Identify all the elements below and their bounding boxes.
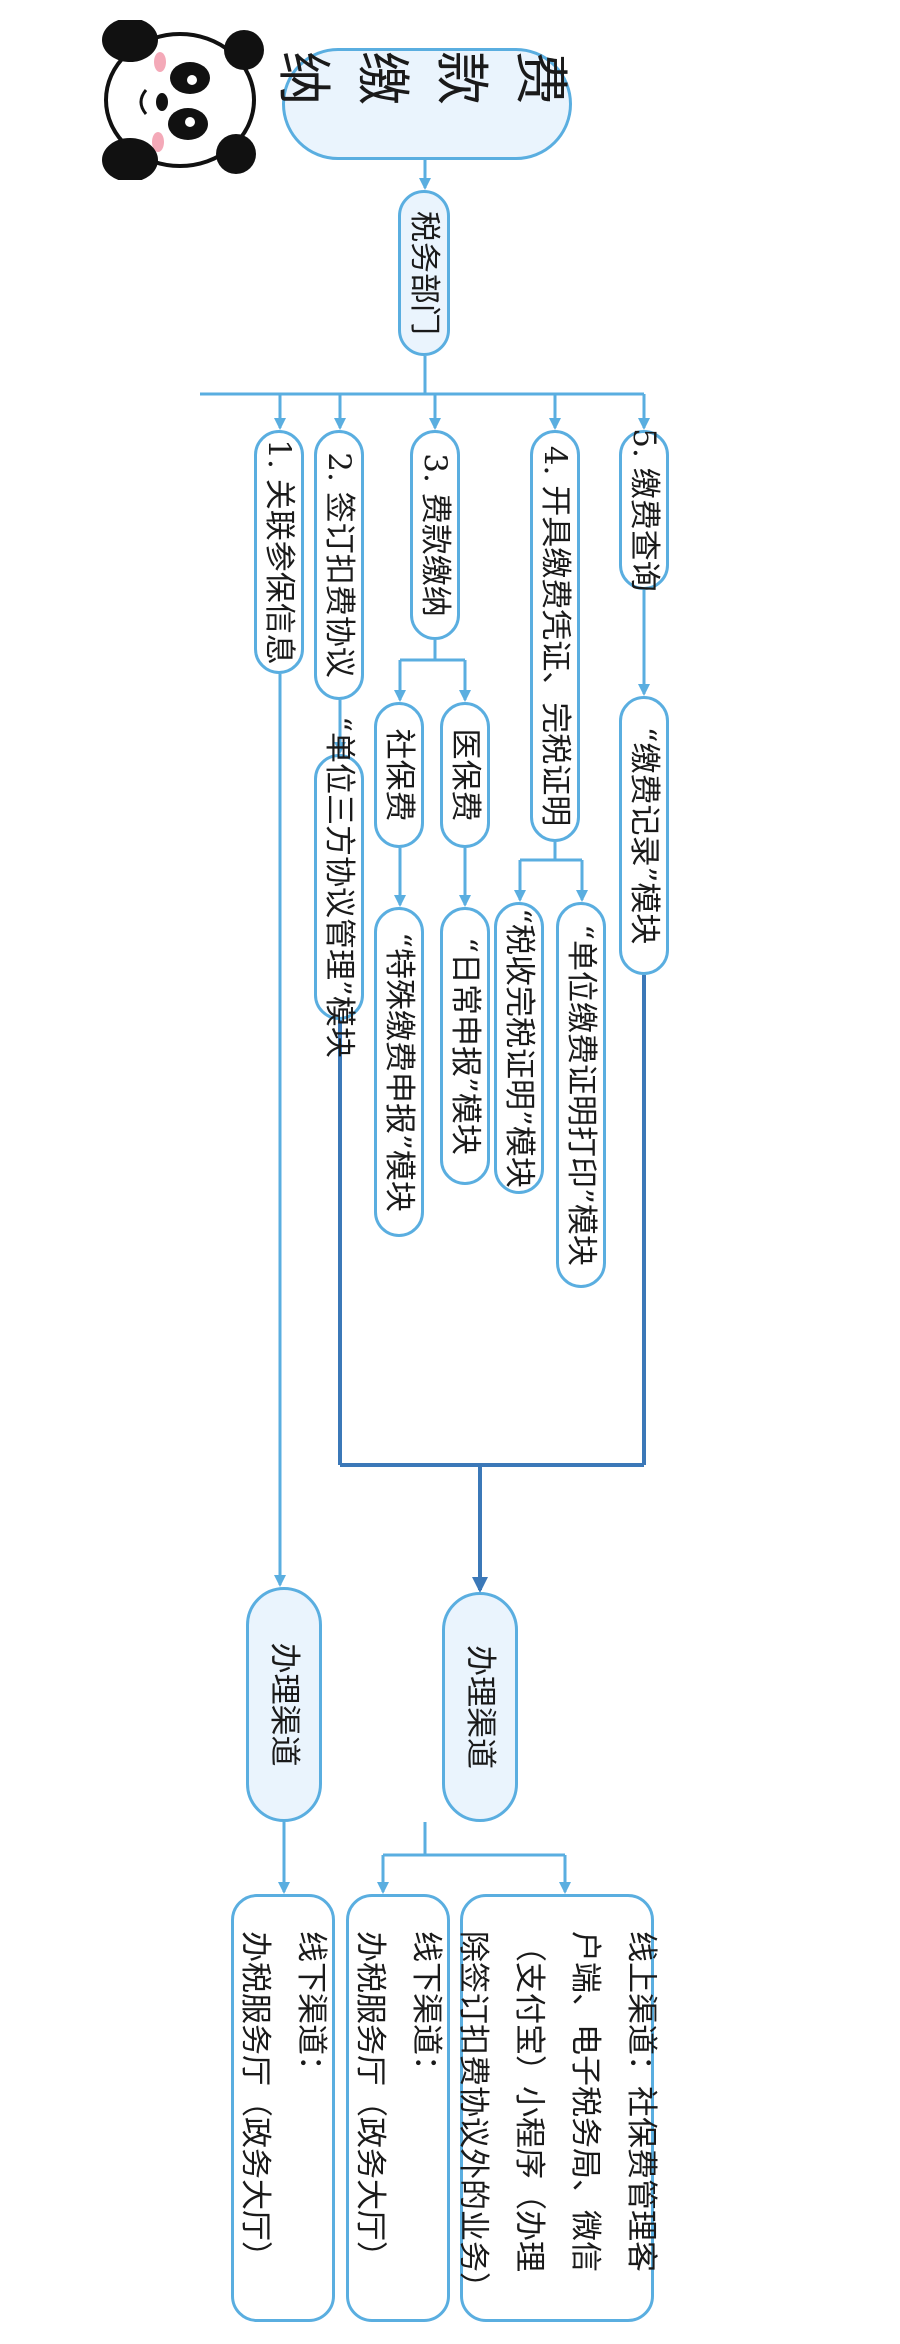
left-online-line-2: 户端、电子税务局、微信: [567, 1931, 603, 2272]
step-5-node: 5. 缴费查询: [619, 428, 669, 592]
tax-certificate-module-node: “税收完税证明”模块: [494, 902, 544, 1194]
channel-node-left: 办理渠道: [442, 1592, 518, 1822]
left-channel-offline-content: 线下渠道： 办税服务厅（政务大厅）: [346, 1894, 450, 2322]
left-offline-line-2: 办税服务厅（政务大厅）: [352, 1931, 388, 2272]
right-channel-line-2: 办税服务厅（政务大厅）: [237, 1931, 273, 2272]
left-channel-online-content: 线上渠道：社保费管理客 户端、电子税务局、微信 （支付宝）小程序（办理 除签订扣…: [455, 1894, 659, 2322]
right-channel-line-1: 线下渠道：: [293, 1931, 329, 2086]
step-2-module-node: “单位三方协议管理”模块: [314, 716, 364, 1058]
diagram-title: 费款缴纳: [272, 48, 572, 160]
left-online-line-4: 除签订扣费协议外的业务）: [455, 1931, 491, 2303]
step-4-node: 4. 开具缴费凭证、完税证明: [530, 430, 580, 842]
step-3-node: 3. 费款缴纳: [410, 430, 460, 640]
step-1-node: 1. 关联参保信息: [254, 430, 304, 674]
social-insurance-node: 社保费: [374, 702, 424, 848]
left-online-line-3: （支付宝）小程序（办理: [511, 1931, 547, 2272]
step-5-module-node: “缴费记录”模块: [619, 696, 669, 975]
social-insurance-module-node: “特殊缴费申报”模块: [374, 907, 424, 1237]
right-channel-content: 线下渠道： 办税服务厅（政务大厅）: [231, 1894, 335, 2322]
medical-insurance-module-node: “日常申报”模块: [440, 907, 490, 1185]
medical-insurance-node: 医保费: [440, 702, 490, 848]
department-node: 税务部门: [398, 190, 450, 356]
step-2-node: 2. 签订扣费协议: [314, 430, 364, 700]
channel-node-right: 办理渠道: [246, 1587, 322, 1822]
panda-mascot-icon: [102, 20, 264, 180]
left-online-line-1: 线上渠道：社保费管理客: [623, 1931, 659, 2272]
unit-payment-proof-module-node: “单位缴费证明打印”模块: [556, 902, 606, 1288]
